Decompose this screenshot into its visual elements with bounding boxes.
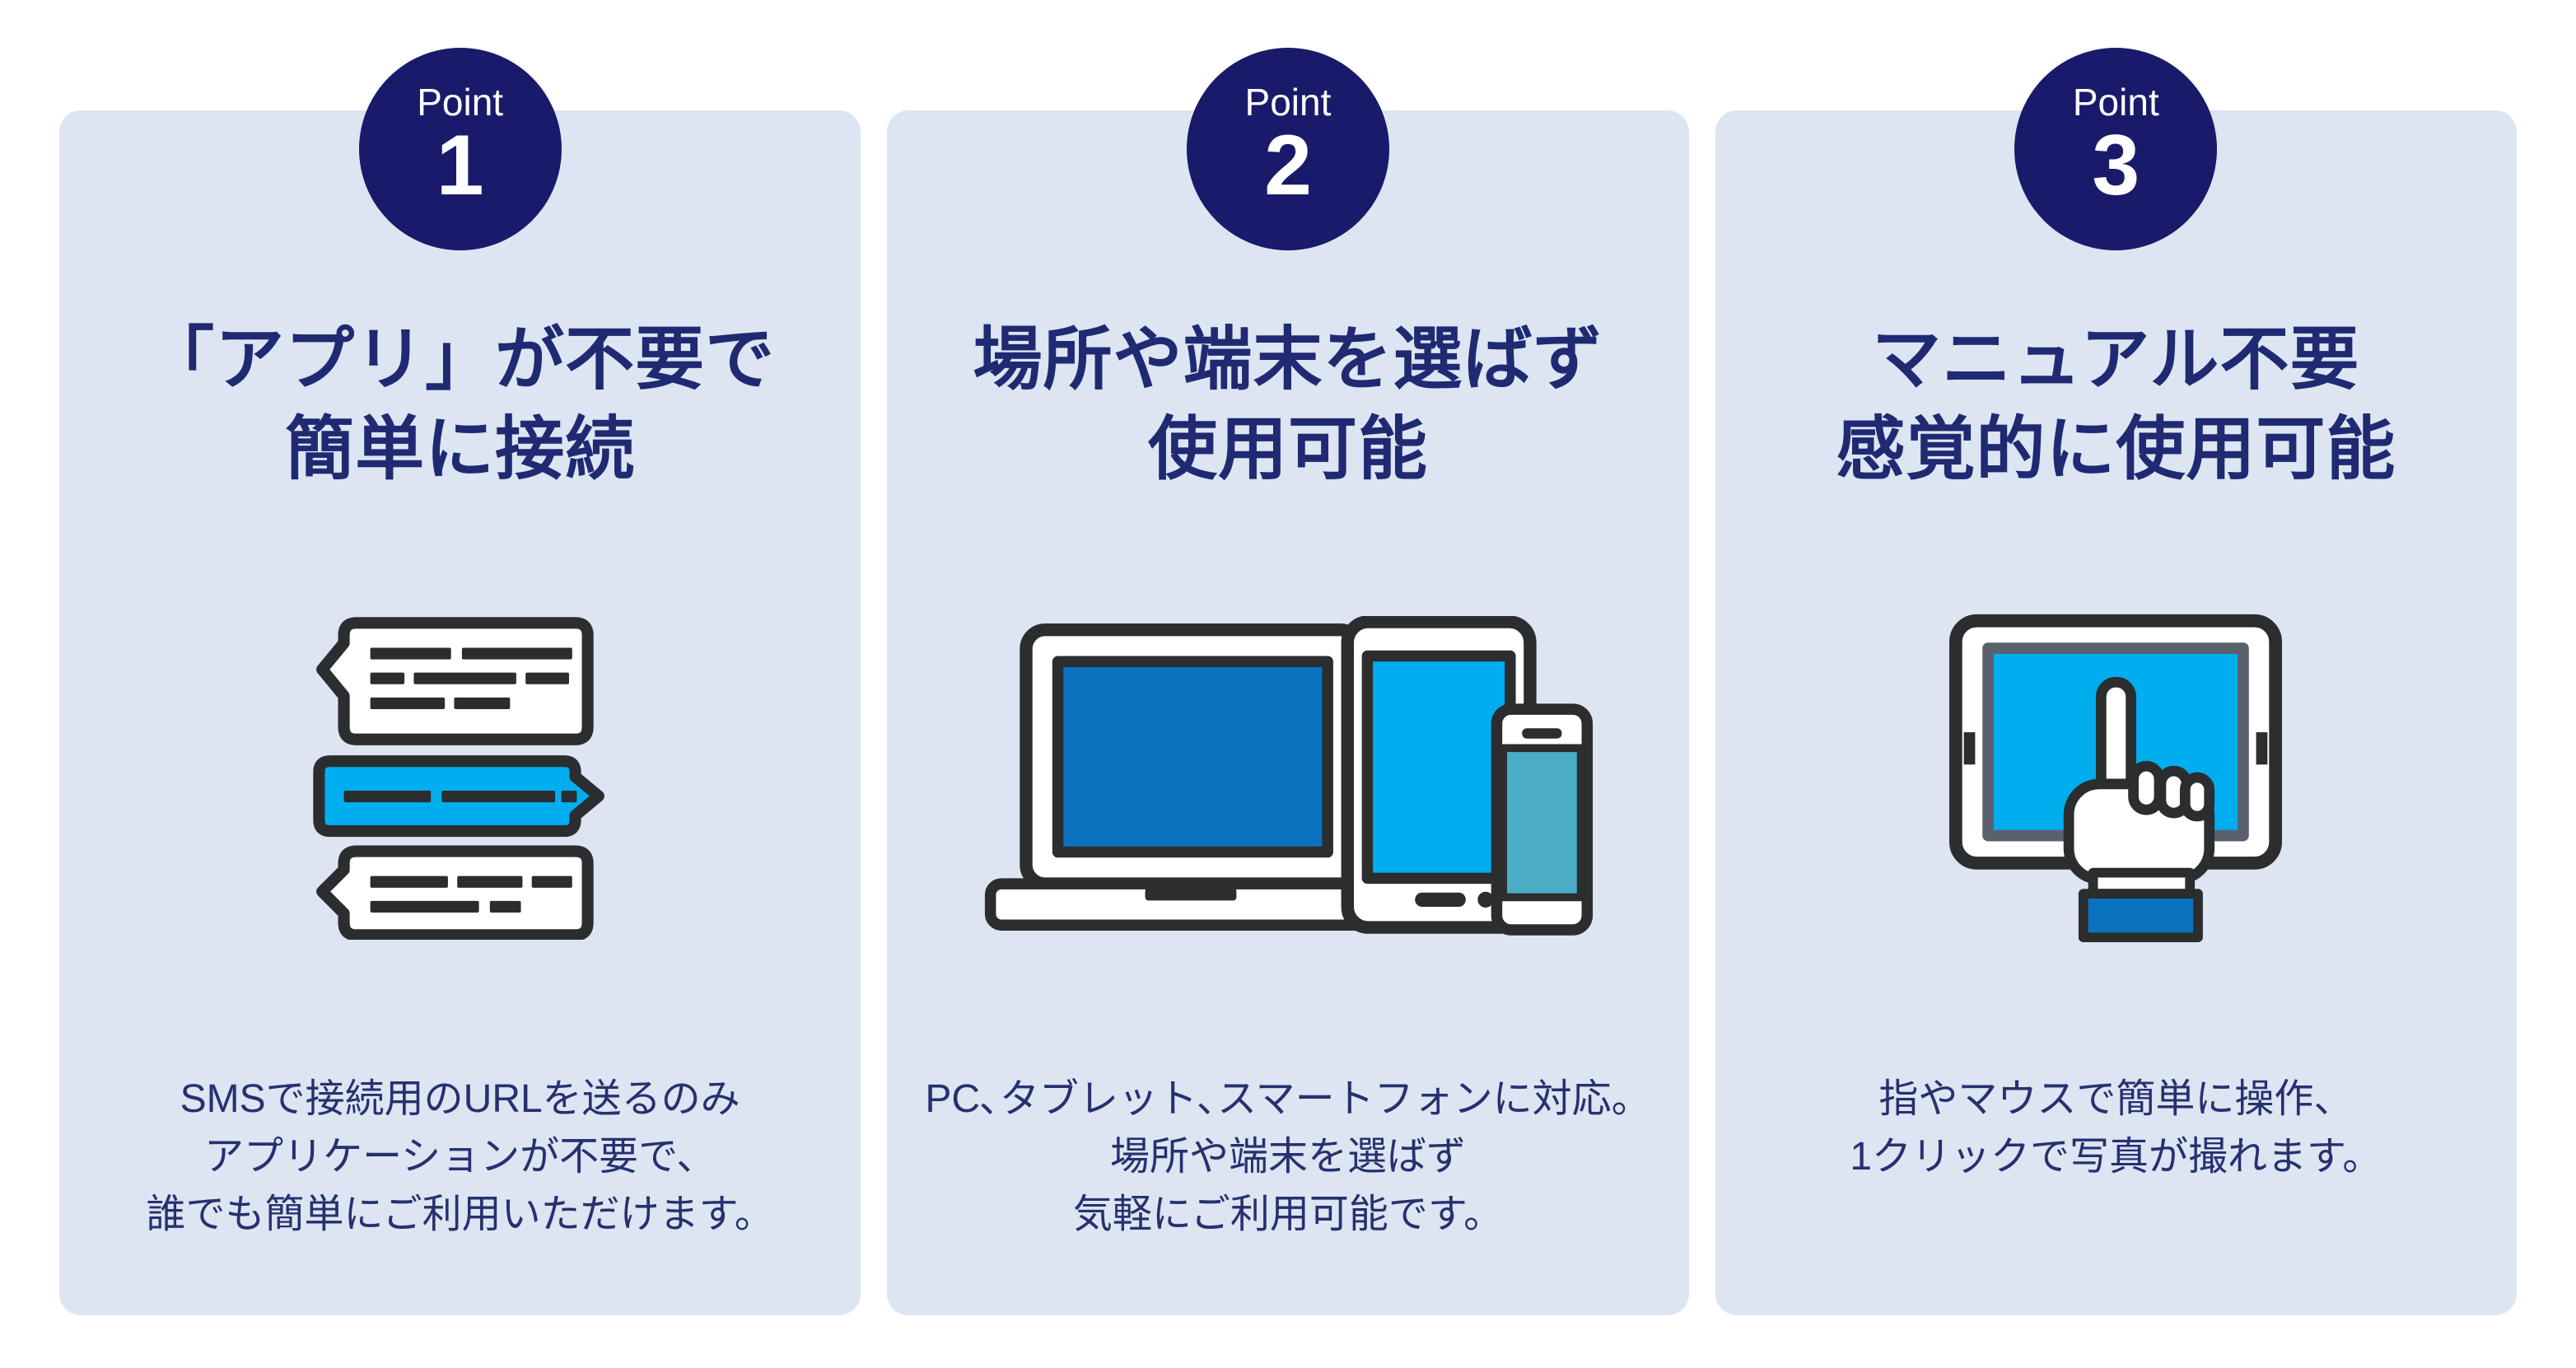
- point-3-badge: Point 3: [2014, 48, 2218, 250]
- card-illustration: [59, 608, 861, 945]
- description-line: 場所や端末を選ばず: [1109, 1134, 1466, 1179]
- description-line: アプリケーションが不要で、: [204, 1134, 716, 1179]
- badge-number: 1: [436, 118, 484, 214]
- feature-card-point-2: Point 2 場所や端末を選ばず 使用可能: [887, 48, 1689, 1315]
- touch-tablet-icon: [1949, 614, 2283, 943]
- badge-number: 3: [2092, 118, 2140, 214]
- card-description: PC､タブレット､スマートフォンに対応。 場所や端末を選ばず 気軽にご利用可能で…: [903, 1071, 1672, 1243]
- card-title: マニュアル不要 感覚的に使用可能: [1732, 315, 2500, 494]
- card-description: SMSで接続用のURLを送るのみ アプリケーションが不要で、 誰でも簡単にご利用…: [76, 1071, 844, 1243]
- card-description: 指やマウスで簡単に操作、 1クリックで写真が撮れます。: [1732, 1071, 2500, 1185]
- title-line: 「アプリ」が不要で: [145, 320, 776, 398]
- title-line: 簡単に接続: [285, 410, 636, 488]
- description-line: SMSで接続用のURLを送るのみ: [180, 1077, 740, 1122]
- badge-number: 2: [1264, 118, 1312, 214]
- card-illustration: [887, 608, 1688, 945]
- description-line: PC､タブレット､スマートフォンに対応。: [925, 1077, 1651, 1122]
- description-line: 誰でも簡単にご利用いただけます。: [146, 1192, 774, 1236]
- title-line: 場所や端末を選ばず: [973, 320, 1603, 398]
- point-1-badge: Point 1: [358, 48, 562, 250]
- title-line: 使用可能: [1147, 410, 1428, 488]
- card-illustration: [1715, 608, 2517, 945]
- description-line: 指やマウスで簡単に操作、: [1878, 1077, 2354, 1122]
- title-line: 感覚的に使用可能: [1836, 410, 2396, 488]
- badge-label: Point: [2072, 80, 2159, 124]
- card-title: 「アプリ」が不要で 簡単に接続: [76, 315, 844, 494]
- card-title: 場所や端末を選ばず 使用可能: [903, 315, 1672, 494]
- description-line: 1クリックで写真が撮れます。: [1850, 1134, 2382, 1179]
- description-line: 気軽にご利用可能です。: [1072, 1192, 1504, 1236]
- feature-card-point-3: Point 3 マニュアル不要 感覚的に使用可能: [1715, 48, 2517, 1315]
- feature-card-point-1: Point 1 「アプリ」が不要で 簡単に接続: [59, 48, 861, 1315]
- point-2-badge: Point 2: [1186, 48, 1389, 250]
- badge-label: Point: [1244, 80, 1332, 124]
- badge-label: Point: [417, 80, 504, 124]
- devices-icon: [984, 616, 1594, 936]
- sms-chat-icon: [312, 617, 604, 941]
- title-line: マニュアル不要: [1872, 320, 2360, 398]
